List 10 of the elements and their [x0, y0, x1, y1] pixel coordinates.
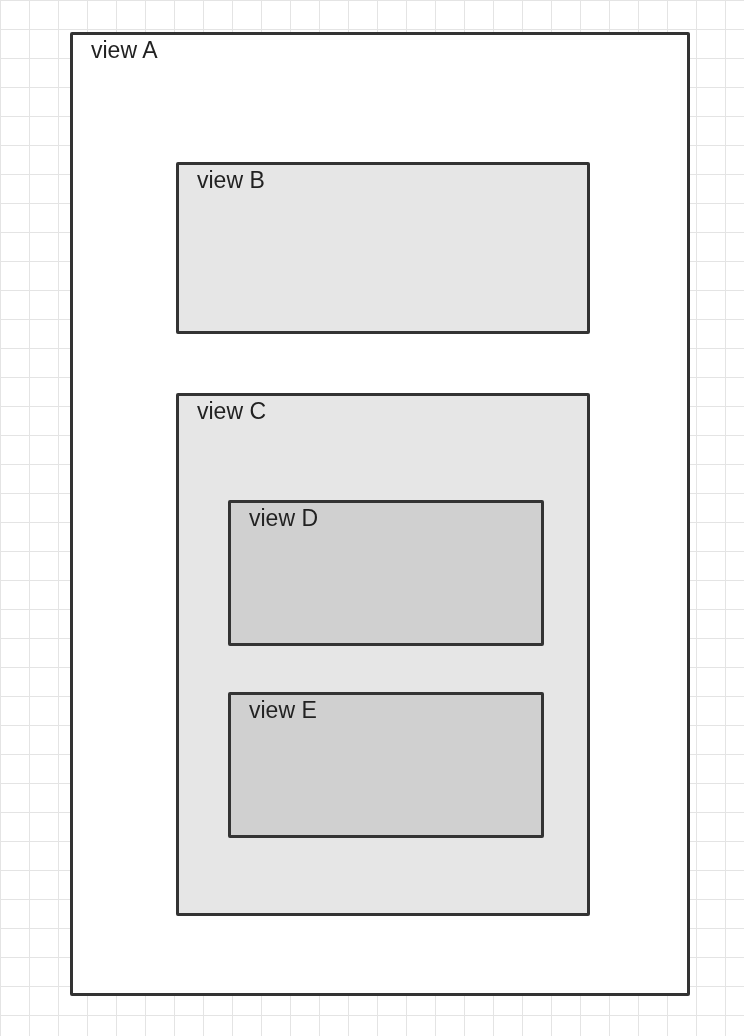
view-box	[176, 162, 590, 334]
view-box	[228, 692, 544, 838]
box-title: view A	[91, 37, 158, 64]
box-title: view E	[249, 697, 317, 724]
view-box	[176, 393, 590, 916]
view-box	[228, 500, 544, 646]
view-box	[70, 32, 690, 996]
box-title: view B	[197, 167, 265, 194]
box-title: view D	[249, 505, 318, 532]
box-title: view C	[197, 398, 266, 425]
